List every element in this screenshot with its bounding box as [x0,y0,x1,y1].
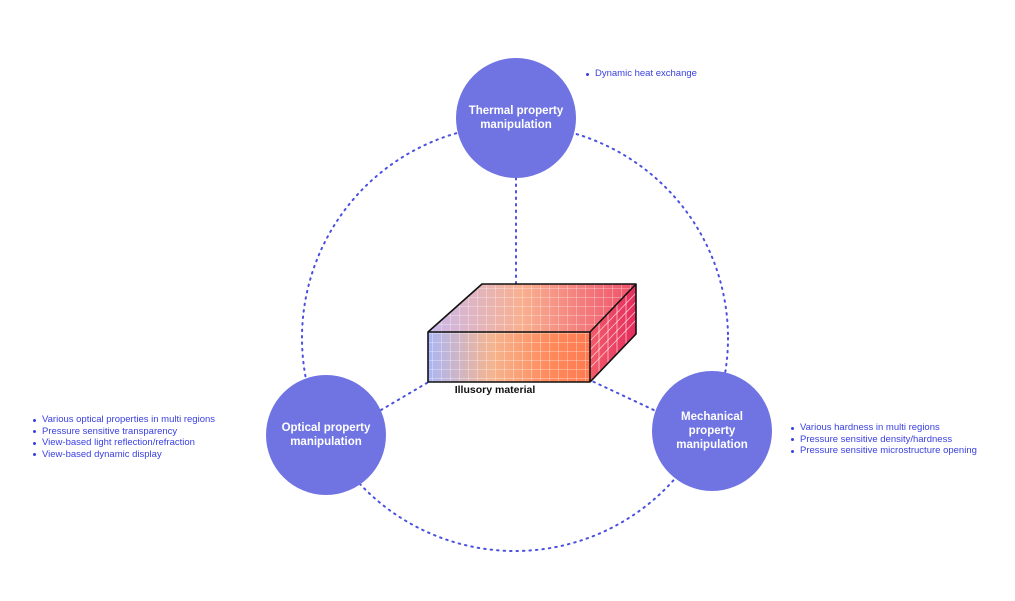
thermal-bullet-list: Dynamic heat exchange [585,68,697,80]
thermal-property-node: Thermal property manipulation [456,58,576,178]
mechanical-bullet-item: Various hardness in multi regions [790,422,977,434]
mechanical-bullet-item: Pressure sensitive microstructure openin… [790,445,977,457]
optical-bullet-list: Various optical properties in multi regi… [32,414,215,460]
spoke-mechanical [563,367,657,412]
mechanical-bullet-item: Pressure sensitive density/hardness [790,434,977,446]
illusory-material-label: Illusory material [454,384,536,396]
thermal-property-label: Thermal property manipulation [468,105,564,131]
illusory-material-block [427,283,637,383]
block-side-face [590,284,636,382]
mechanical-bullet-list: Various hardness in multi regions Pressu… [790,422,977,457]
optical-property-node: Optical property manipulation [266,375,386,495]
optical-bullet-item: View-based dynamic display [32,449,215,461]
optical-bullet-item: Various optical properties in multi regi… [32,414,215,426]
mechanical-property-label: Mechanical property manipulation [676,411,748,451]
mechanical-property-node: Mechanical property manipulation [652,371,772,491]
thermal-bullet-item: Dynamic heat exchange [585,68,697,80]
optical-bullet-item: View-based light reflection/refraction [32,437,215,449]
optical-bullet-item: Pressure sensitive transparency [32,426,215,438]
optical-property-label: Optical property manipulation [281,422,371,448]
